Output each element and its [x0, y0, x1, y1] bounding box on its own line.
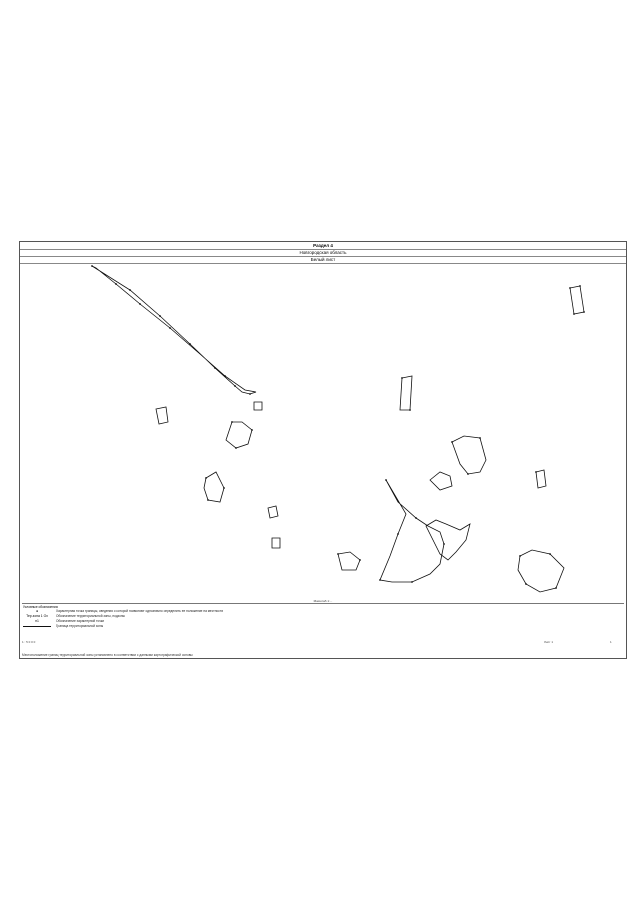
map-sheet: Раздел 4 Новгородская область Белый лист: [19, 241, 627, 659]
zone-boundary-s1: [337, 551, 361, 571]
scale-caption: Масштаб 1:...: [313, 599, 333, 603]
zone-boundary-diagonal: [91, 265, 257, 395]
legend-symbol: н1: [35, 619, 39, 623]
legend-item-boundary: Граница территориальной зоны: [23, 624, 323, 629]
zone-boundary-w4: [203, 471, 225, 503]
legend: Условные обозначения: ● Характерная точк…: [22, 603, 624, 632]
sheet-subtitle: Белый лист: [20, 256, 626, 264]
zone-boundary-ne: [569, 285, 585, 315]
region-title: Новгородская область: [20, 249, 626, 257]
legend-text: Обозначение территориальной зоны, подзон…: [56, 614, 125, 618]
zone-boundary-w5: [267, 505, 279, 519]
zone-boundary-w6: [271, 537, 281, 549]
zone-boundary-map: [91, 265, 585, 593]
zone-boundary-c2: [379, 479, 445, 583]
legend-item-zone: Тер.зона 1 Ох Обозначение территориально…: [23, 614, 323, 619]
zone-boundary-c3: [425, 519, 471, 561]
legend-text: Обозначение характерной точки: [56, 619, 105, 623]
zone-boundary-se: [517, 549, 565, 593]
legend-text: Граница территориальной зоны: [56, 624, 104, 628]
legend-item-point: ● Характерная точка границы, сведения о …: [23, 609, 323, 614]
legend-title: Условные обозначения:: [23, 605, 59, 609]
section-title: Раздел 4: [20, 242, 626, 250]
footer-note: Местоположение границ территориальной зо…: [22, 653, 193, 657]
zone-boundary-c1: [399, 375, 413, 411]
boundary-line-symbol: [23, 626, 51, 627]
zone-boundary-w1: [155, 406, 169, 425]
sheet-number: 1: [610, 640, 612, 644]
zone-boundary-w2: [225, 421, 253, 449]
scale-value: 1 : 5 0 0 0: [22, 640, 36, 644]
zone-boundary-e1: [535, 469, 547, 489]
zone-boundary-c5: [429, 471, 453, 491]
sheet-label: Лист 1: [544, 640, 554, 644]
legend-symbol: ●: [35, 609, 39, 613]
legend-symbol: Тер.зона 1 Ох: [26, 614, 48, 618]
sheet-bottom-bar: 1 : 5 0 0 0 Лист 1 1: [22, 640, 624, 650]
zone-boundary-w3: [253, 401, 263, 411]
legend-item-label: н1 Обозначение характерной точки: [23, 619, 323, 624]
legend-text: Характерная точка границы, сведения о ко…: [56, 609, 224, 613]
zone-boundary-c4: [451, 435, 487, 475]
